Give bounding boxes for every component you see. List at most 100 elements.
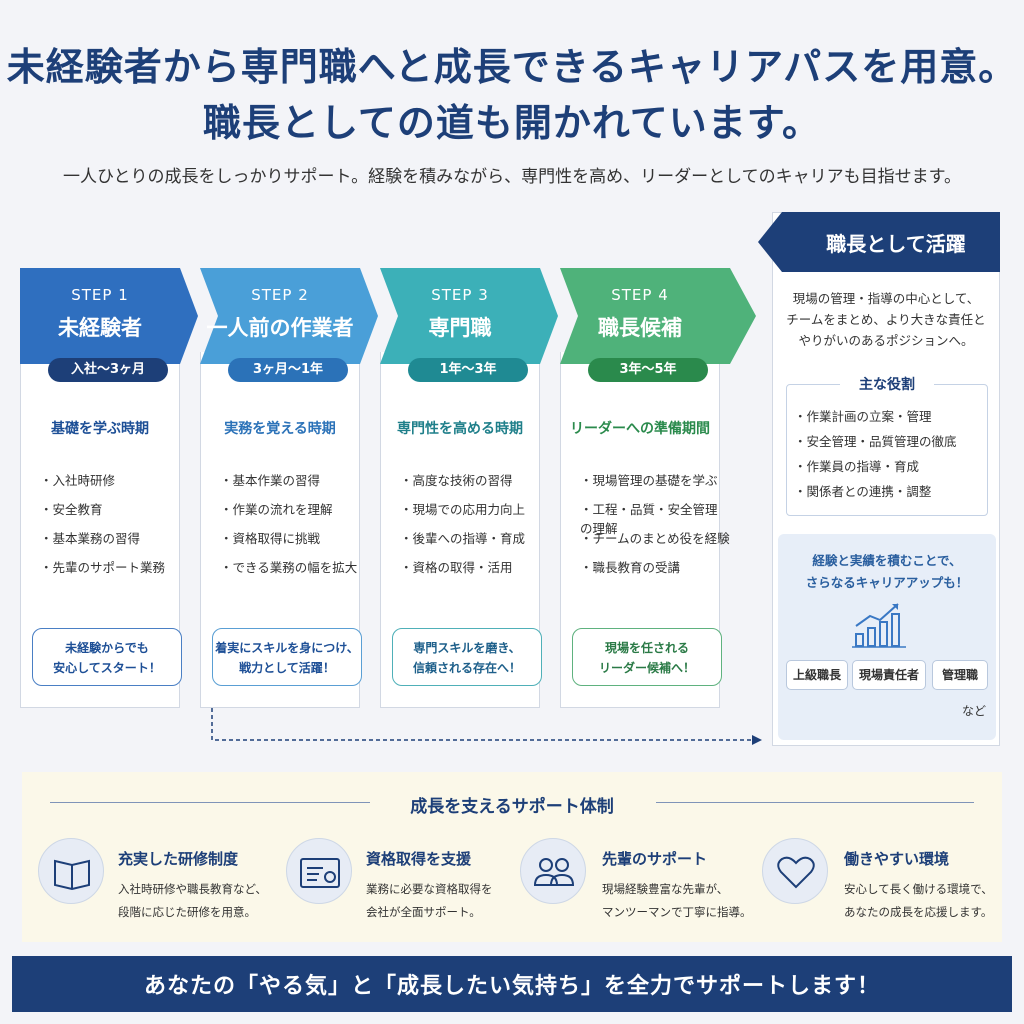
page-title-line2: 職長としての道も開かれています。 (203, 100, 821, 145)
step-label: STEP 2 (251, 286, 309, 304)
career-up-text: 経験と実績を積むことで、 さらなるキャリアアップも！ (778, 550, 996, 594)
step-item: 工程・品質・安全管理の理解 (580, 499, 730, 536)
step-item-list: 基本作業の習得 作業の流れを理解 資格取得に挑戦 できる業務の幅を拡大 (220, 470, 358, 586)
support-desc-line2: あなたの成長を応援します。 (844, 905, 993, 919)
support-desc-line1: 現場経験豊富な先輩が、 (602, 882, 729, 896)
foreman-desc-line1: 現場の管理・指導の中心として、 (792, 291, 980, 306)
support-item-desc: 業務に必要な資格取得を 会社が全面サポート。 (366, 878, 493, 924)
step-item: 資格取得に挑戦 (220, 528, 357, 557)
bottom-banner (12, 956, 1012, 1012)
step-label: STEP 4 (611, 286, 669, 304)
career-badge: 管理職 (932, 660, 988, 690)
step-item: 先輩のサポート業務 (40, 557, 166, 586)
support-title: 成長を支えるサポート体制 (410, 797, 614, 817)
step-item-list: 現場管理の基礎を学ぶ 工程・品質・安全管理の理解 チームのまとめ役を経験 職長教… (580, 470, 730, 586)
step-item-list: 入社時研修 安全教育 基本業務の習得 先輩のサポート業務 (40, 470, 166, 586)
role-item: 関係者との連携・調整 (794, 481, 957, 506)
divider (50, 802, 370, 803)
step-item: 現場管理の基礎を学ぶ (580, 470, 730, 499)
foreman-description: 現場の管理・指導の中心として、 チームをまとめ、より大きな責任と やりがいのある… (772, 288, 1000, 351)
step-item: 基本作業の習得 (220, 470, 357, 499)
career-up-line1: 経験と実績を積むことで、 (812, 553, 962, 568)
step-arrow-shape (20, 268, 198, 364)
page-subtitle: 一人ひとりの成長をしっかりサポート。経験を積みながら、専門性を高め、リーダーとし… (63, 167, 961, 187)
step-note-line2: リーダー候補へ！ (598, 661, 695, 675)
roles-title: 主な役割 (840, 374, 934, 394)
certificate-icon (286, 838, 352, 904)
step-item: できる業務の幅を拡大 (220, 557, 358, 586)
step-item: 資格の取得・活用 (400, 557, 525, 586)
foreman-title: 職長として活躍 (826, 232, 966, 256)
step-arrow-shape (380, 268, 558, 364)
step-note-line1: 着実にスキルを身につけ、 (215, 641, 359, 655)
divider (656, 802, 974, 803)
foreman-desc-line3: やりがいのあるポジションへ。 (798, 333, 974, 348)
career-up-line2: さらなるキャリアアップも！ (805, 575, 969, 590)
career-connector-arrow (211, 708, 762, 745)
step-period-pill: 1年～3年 (408, 358, 528, 382)
foreman-banner-shape (758, 212, 1000, 272)
step-arrow-shape (560, 268, 756, 364)
support-desc-line1: 入社時研修や職長教育など、 (118, 882, 267, 896)
step-note-line2: 安心してスタート！ (53, 661, 161, 675)
step-note-line2: 戦力として活躍！ (239, 661, 335, 675)
people-icon (520, 838, 586, 904)
step-item: 入社時研修 (40, 470, 165, 499)
step-item: 現場での応用力向上 (400, 499, 526, 528)
step-note-line1: 専門スキルを磨き、 (413, 641, 521, 655)
support-item-desc: 入社時研修や職長教育など、 段階に応じた研修を用意。 (118, 878, 267, 924)
foreman-desc-line2: チームをまとめ、より大きな責任と (786, 312, 986, 327)
bottom-banner-text: あなたの「やる気」と「成長したい気持ち」を全力でサポートします！ (143, 974, 880, 999)
role-item: 作業計画の立案・管理 (794, 406, 957, 431)
step-phase: リーダーへの準備期間 (570, 421, 710, 437)
step-item: 後輩への指導・育成 (400, 528, 526, 557)
step-name: 専門職 (428, 316, 492, 340)
career-badge: 上級職長 (786, 660, 848, 690)
step-item: 高度な技術の習得 (400, 470, 525, 499)
career-etc: など (962, 704, 987, 718)
support-desc-line2: 段階に応じた研修を用意。 (118, 905, 256, 919)
step-item: 基本業務の習得 (40, 528, 165, 557)
heart-icon (762, 838, 828, 904)
support-desc-line2: 会社が全面サポート。 (366, 905, 481, 919)
page-title-line1: 未経験者から専門職へと成長できるキャリアパスを用意。 (6, 44, 1018, 89)
step-period-pill: 3ヶ月～1年 (228, 358, 348, 382)
book-icon (38, 838, 104, 904)
step-label: STEP 3 (431, 286, 489, 304)
step-note: 現場を任される リーダー候補へ！ (572, 628, 722, 686)
step-note-line1: 現場を任される (604, 641, 689, 655)
step-item: 作業の流れを理解 (220, 499, 357, 528)
support-item-desc: 安心して長く働ける環境で、 あなたの成長を応援します。 (844, 878, 993, 924)
support-item-title: 働きやすい環境 (844, 850, 950, 868)
career-badge: 現場責任者 (852, 660, 926, 690)
support-item-title: 資格取得を支援 (366, 850, 472, 868)
role-item: 作業員の指導・育成 (794, 456, 957, 481)
step-item-list: 高度な技術の習得 現場での応用力向上 後輩への指導・育成 資格の取得・活用 (400, 470, 526, 586)
step-name: 未経験者 (58, 316, 142, 340)
support-item-title: 先輩のサポート (602, 850, 708, 868)
step-note-line2: 信頼される存在へ！ (412, 661, 521, 675)
step-period-pill: 入社～3ヶ月 (48, 358, 168, 382)
step-note-line1: 未経験からでも (65, 641, 149, 655)
step-note: 専門スキルを磨き、 信頼される存在へ！ (392, 628, 542, 686)
roles-list: 作業計画の立案・管理 安全管理・品質管理の徹底 作業員の指導・育成 関係者との連… (794, 406, 957, 506)
growth-chart-icon (852, 603, 906, 648)
step-note: 未経験からでも 安心してスタート！ (32, 628, 182, 686)
step-period-pill: 3年～5年 (588, 358, 708, 382)
step-item: 安全教育 (40, 499, 165, 528)
support-item-title: 充実した研修制度 (118, 850, 239, 868)
support-item-desc: 現場経験豊富な先輩が、 マンツーマンで丁寧に指導。 (602, 878, 752, 924)
step-phase: 実務を覚える時期 (224, 421, 336, 437)
support-desc-line1: 安心して長く働ける環境で、 (844, 882, 993, 896)
step-label: STEP 1 (71, 286, 129, 304)
step-item: 職長教育の受講 (580, 557, 730, 586)
step-item: チームのまとめ役を経験 (580, 528, 730, 557)
step-arrow-shape (200, 268, 378, 364)
step-note: 着実にスキルを身につけ、 戦力として活躍！ (212, 628, 362, 686)
step-name: 一人前の作業者 (206, 316, 354, 340)
step-phase: 基礎を学ぶ時期 (51, 421, 149, 437)
step-name: 職長候補 (598, 316, 682, 340)
support-section (22, 772, 1002, 942)
support-desc-line1: 業務に必要な資格取得を (366, 882, 493, 896)
role-item: 安全管理・品質管理の徹底 (794, 431, 957, 456)
